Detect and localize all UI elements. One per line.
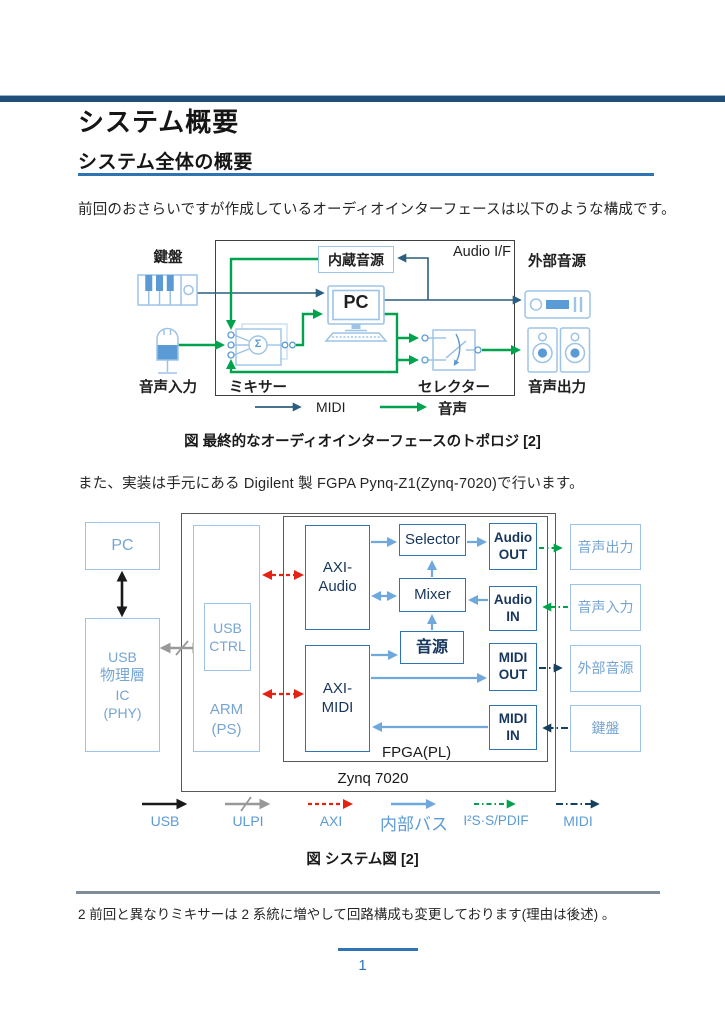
legend-midi-label: MIDI — [316, 399, 346, 415]
box-midi-out: MIDI OUT — [489, 643, 537, 691]
label-selector: セレクター — [418, 380, 490, 396]
internal-source-box: 内蔵音源 — [318, 246, 394, 273]
legend-internal-bus-label: 内部バス — [380, 815, 448, 834]
footnote-text: 前回と異なりミキサーは 2 系統に増やして回路構成も変更しております(理由は後述… — [89, 907, 616, 922]
usb-phy-line3: IC — [115, 686, 130, 703]
footnote: 2 前回と異なりミキサーは 2 系統に増やして回路構成も変更しております(理由は… — [78, 903, 615, 923]
intro-paragraph: 前回のおさらいですが作成しているオーディオインターフェースは以下のような構成です… — [78, 202, 676, 218]
page-number-rule — [338, 948, 418, 951]
usb-ctrl-line1: USB — [213, 619, 242, 636]
midi-io-arrows — [539, 663, 568, 733]
figure2-caption: 図 システム図 [2] — [306, 852, 419, 868]
top-accent-bar — [0, 95, 725, 102]
box-sound-source: 音源 — [400, 631, 464, 664]
fpga-label: FPGA(PL) — [382, 744, 452, 761]
sound-module-icon — [524, 290, 591, 319]
box-audio-out: Audio OUT — [489, 523, 537, 570]
usb-phy-line2: 物理層 — [99, 667, 145, 685]
arm-line2: (PS) — [211, 720, 242, 738]
selector-icon — [428, 329, 476, 371]
figure-system-lines — [116, 537, 600, 812]
box-external-source: 外部音源 — [570, 645, 641, 692]
box-audio-output: 音声出力 — [570, 524, 641, 570]
axi-midi-line1: AXI- — [322, 679, 353, 697]
legend-usb-label: USB — [150, 813, 180, 829]
legend-midi-label2: MIDI — [563, 813, 593, 829]
audio-out-line2: OUT — [498, 546, 528, 562]
mixer-icon — [233, 323, 288, 366]
axi-audio-line1: AXI- — [322, 558, 353, 576]
piano-keyboard-icon — [137, 274, 198, 306]
page-number: 1 — [358, 957, 367, 974]
midi-lines — [197, 253, 522, 305]
midi-out-line2: OUT — [498, 667, 528, 682]
audio-out-line1: Audio — [493, 529, 533, 545]
figure-topology: 鍵盤 内蔵音源 Audio I/F 外部音源 PC Σ 音声入力 ミキサー セレ… — [0, 237, 725, 422]
implementation-paragraph: また、実装は手元にある Digilent 製 FGPA Pynq-Z1(Zynq… — [78, 476, 584, 492]
label-keyboard: 鍵盤 — [153, 250, 183, 266]
box-axi-audio: AXI- Audio — [305, 525, 370, 630]
heading-underline — [78, 173, 654, 176]
label-external-source: 外部音源 — [528, 254, 586, 270]
box-pc: PC — [85, 522, 160, 570]
label-audio-output: 音声出力 — [528, 380, 586, 396]
port-dots — [227, 331, 482, 364]
page-title: システム概要 — [78, 107, 240, 137]
label-mixer: ミキサー — [229, 380, 287, 396]
pc-label: PC — [343, 292, 369, 312]
box-usb-phy: USB 物理層 IC (PHY) — [85, 618, 160, 752]
audio-in-line1: Audio — [493, 591, 533, 607]
box-keyboard: 鍵盤 — [570, 705, 641, 752]
zynq-label: Zynq 7020 — [337, 770, 409, 787]
audio-in-line2: IN — [506, 608, 520, 624]
usb-phy-line4: (PHY) — [103, 704, 142, 721]
audio-if-box — [215, 240, 515, 396]
figure1-caption: 図 最終的なオーディオインターフェースのトポロジ [2] — [184, 434, 541, 450]
sigma-symbol: Σ — [254, 338, 262, 350]
legend-i2s-spdif-label: I²S·S/PDIF — [463, 813, 529, 828]
section-heading: システム全体の概要 — [78, 152, 253, 173]
footnote-divider — [76, 891, 660, 894]
midi-in-line1: MIDI — [498, 710, 528, 726]
i2s-spdif-arrows — [539, 543, 568, 612]
fpga-box — [283, 516, 548, 762]
box-axi-midi: AXI- MIDI — [305, 645, 370, 752]
label-audio-input: 音声入力 — [139, 380, 197, 396]
legend-ulpi-label: ULPI — [232, 813, 264, 829]
legend-axi-label: AXI — [319, 813, 343, 829]
box-audio-input: 音声入力 — [570, 584, 641, 631]
box-audio-in: Audio IN — [489, 586, 537, 631]
axi-arrows — [262, 570, 304, 699]
footnote-marker: 2 — [78, 907, 86, 922]
internal-bus-arrows — [371, 537, 488, 732]
midi-out-line1: MIDI — [498, 650, 528, 666]
audio-lines — [178, 257, 521, 374]
pc-monitor-icon — [324, 285, 388, 342]
figure-topology-lines — [137, 253, 591, 412]
axi-audio-line2: Audio — [318, 577, 357, 595]
microphone-icon — [156, 327, 179, 374]
speakers-icon — [527, 327, 591, 373]
midi-in-line2: IN — [506, 727, 520, 743]
legend-arrows — [142, 796, 600, 812]
box-midi-in: MIDI IN — [489, 705, 537, 750]
arm-line1: ARM — [209, 701, 244, 718]
box-usb-ctrl: USB CTRL — [204, 603, 251, 671]
usb-phy-line1: USB — [108, 648, 137, 665]
figure-system: PC USB 物理層 IC (PHY) ARM (PS) USB CTRL AX… — [0, 505, 725, 845]
label-audio-if: Audio I/F — [452, 244, 511, 260]
axi-midi-line2: MIDI — [321, 698, 354, 716]
usb-ctrl-line2: CTRL — [209, 638, 246, 654]
box-selector: Selector — [399, 524, 466, 556]
box-mixer: Mixer — [399, 578, 466, 612]
legend-audio-label: 音声 — [438, 402, 467, 418]
